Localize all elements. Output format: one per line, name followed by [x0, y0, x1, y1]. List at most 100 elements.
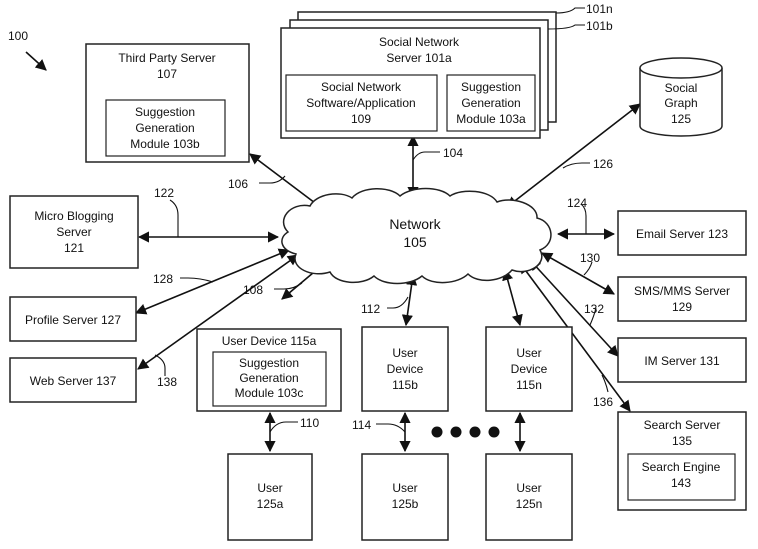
search-engine-line-1: Search Engine	[642, 460, 721, 474]
micro-blogging-server: Micro Blogging Server 121	[9, 195, 139, 269]
suggestion-module-103c-line-2: Generation	[239, 371, 298, 385]
search-server-line-1: Search Server	[644, 418, 721, 432]
ref-136: 136	[593, 395, 613, 409]
ref-114: 114	[352, 418, 371, 432]
user-device-115a: User Device 115a Suggestion Generation M…	[196, 328, 342, 412]
edge-third-party-network	[249, 153, 324, 210]
social-graph-line-2: Graph	[664, 96, 697, 110]
suggestion-module-103c-line-1: Suggestion	[239, 356, 299, 370]
ref-122: 122	[154, 186, 174, 200]
sms-mms-server-line-2: 129	[672, 300, 692, 314]
edge-device-b-network	[401, 273, 418, 327]
ref-108: 108	[243, 283, 263, 297]
email-server: Email Server 123	[617, 210, 747, 256]
user-125a-box	[227, 453, 313, 541]
user-125a-line-2: 125a	[257, 497, 284, 511]
suggestion-module-103a: Suggestion Generation Module 103a	[446, 74, 536, 132]
sms-mms-server: SMS/MMS Server 129	[617, 276, 747, 322]
user-device-115n: User Device 115n	[485, 326, 573, 412]
user-125a-line-1: User	[257, 481, 282, 495]
suggestion-module-103b-line-2: Generation	[135, 121, 194, 135]
social-network-software-line-3: 109	[351, 112, 371, 126]
social-graph-database: Social Graph 125	[639, 57, 723, 137]
social-graph-line-1: Social	[665, 81, 698, 95]
user-device-115b-box	[361, 326, 449, 412]
ref-128: 128	[153, 272, 173, 286]
email-server-box	[617, 210, 747, 256]
user-device-115b-line-1: User	[392, 346, 417, 360]
user-device-115b-line-2: Device	[387, 362, 424, 376]
suggestion-module-103b-line-1: Suggestion	[135, 105, 195, 119]
network-ref: 105	[403, 234, 427, 250]
ref-132: 132	[584, 302, 604, 316]
ref-110: 110	[300, 416, 319, 430]
sms-mms-server-box	[617, 276, 747, 322]
im-server: IM Server 131	[617, 337, 747, 383]
social-graph-cylinder-body	[639, 68, 723, 137]
ref-138: 138	[157, 375, 177, 389]
edge-device-n-network	[502, 268, 523, 327]
figure-ref-arrow	[25, 51, 47, 71]
ref-106: 106	[228, 177, 248, 191]
web-server-label: Web Server 137	[30, 374, 117, 388]
search-server-line-2: 135	[672, 434, 692, 448]
profile-server: Profile Server 127	[9, 296, 137, 342]
im-server-label: IM Server 131	[644, 354, 720, 368]
user-125b-box	[361, 453, 449, 541]
ref-130: 130	[580, 251, 600, 265]
suggestion-module-103c-line-3: Module 103c	[235, 386, 304, 400]
web-server: Web Server 137	[9, 357, 137, 403]
social-network-software-line-1: Social Network	[321, 80, 402, 94]
micro-blogging-server-line-1: Micro Blogging	[34, 209, 113, 223]
user-device-115b-line-3: 115b	[392, 378, 418, 392]
edge-sms-network	[541, 252, 615, 295]
edge-search-network	[519, 262, 631, 412]
profile-server-box	[9, 296, 137, 342]
suggestion-module-103a-line-3: Module 103a	[456, 112, 526, 126]
network-cloud: Network 105	[281, 187, 552, 285]
third-party-server: Third Party Server 107 Suggestion Genera…	[85, 43, 250, 163]
user-125b-line-1: User	[392, 481, 417, 495]
social-network-software-box	[285, 74, 438, 132]
social-network-software-line-2: Software/Application	[306, 96, 415, 110]
profile-server-label: Profile Server 127	[25, 313, 121, 327]
suggestion-module-103a-line-1: Suggestion	[461, 80, 521, 94]
social-graph-line-3: 125	[671, 112, 691, 126]
micro-blogging-server-line-2: Server	[56, 225, 91, 239]
suggestion-module-103b-box	[105, 99, 226, 157]
im-server-box	[617, 337, 747, 383]
ref-101n: 101n	[586, 2, 613, 16]
ref-124: 124	[567, 196, 587, 210]
user-125b-line-2: 125b	[392, 497, 419, 511]
figure-ref: 100	[8, 29, 47, 71]
user-125n-line-1: User	[516, 481, 541, 495]
ref-112: 112	[361, 302, 380, 316]
ref-104: 104	[443, 146, 463, 160]
edge-social-graph-network	[506, 103, 641, 208]
email-server-label: Email Server 123	[636, 227, 728, 241]
suggestion-module-103a-line-2: Generation	[461, 96, 520, 110]
third-party-server-line-2: 107	[157, 67, 177, 81]
search-engine-box	[627, 453, 736, 501]
network-label: Network	[389, 216, 441, 232]
suggestion-module-103a-box	[446, 74, 536, 132]
micro-blogging-server-line-3: 121	[64, 241, 84, 255]
user-device-115n-line-3: 115n	[516, 378, 542, 392]
user-device-115b: User Device 115b	[361, 326, 449, 412]
user-device-115n-line-2: Device	[511, 362, 548, 376]
social-network-server-line-1: Social Network	[379, 35, 460, 49]
ref-126: 126	[593, 157, 613, 171]
user-device-115n-line-1: User	[516, 346, 541, 360]
ref-101b: 101b	[586, 19, 613, 33]
user-device-115a-label: User Device 115a	[222, 334, 317, 348]
edge-web-network	[137, 254, 299, 370]
ellipsis-dots	[431, 426, 500, 438]
user-device-115n-box	[485, 326, 573, 412]
user-125b: User 125b	[361, 453, 449, 541]
edge-references: 104 106 126 122 124 128 108 112 130 132 …	[153, 146, 613, 433]
search-server: Search Server 135 Search Engine 143	[617, 411, 747, 511]
social-network-software: Social Network Software/Application 109	[285, 74, 438, 132]
micro-blogging-server-box	[9, 195, 139, 269]
web-server-box	[9, 357, 137, 403]
user-125n-line-2: 125n	[516, 497, 543, 511]
